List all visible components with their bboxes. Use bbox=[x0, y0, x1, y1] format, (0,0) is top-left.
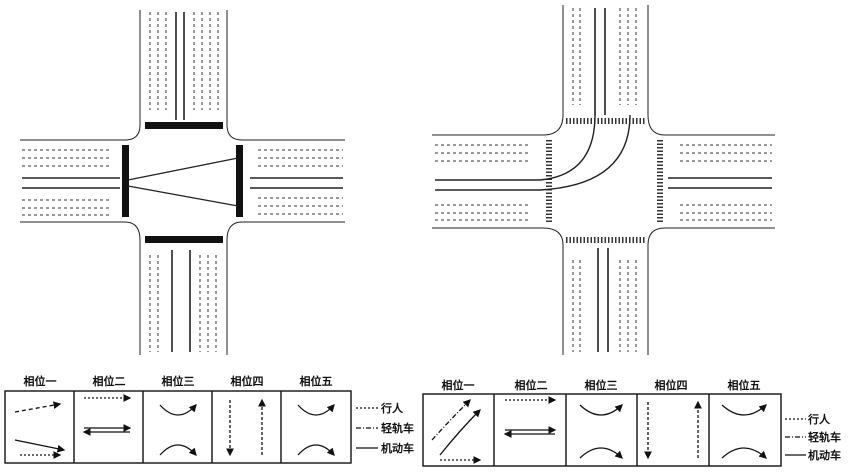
right-legend-pedestrian: 行人 bbox=[807, 412, 831, 426]
left-legend: 行人 轻轨车 机动车 bbox=[356, 401, 414, 455]
left-phase-box-frame bbox=[4, 390, 352, 464]
right-phase-box-frame bbox=[422, 393, 782, 467]
right-legend-lightrail: 轻轨车 bbox=[808, 430, 841, 444]
right-legend: 行人 轻轨车 机动车 bbox=[785, 412, 841, 462]
left-legend-lightrail: 轻轨车 bbox=[381, 421, 414, 435]
right-phase-strip: 相位一 相位二 相位三 相位四 相位五 bbox=[422, 378, 841, 467]
left-legend-pedestrian: 行人 bbox=[380, 401, 404, 415]
right-phase-label-4: 相位四 bbox=[655, 378, 688, 392]
left-phase-label-1: 相位一 bbox=[24, 374, 57, 388]
right-phase-label-3: 相位三 bbox=[585, 378, 618, 392]
right-phase-label-5: 相位五 bbox=[728, 378, 761, 392]
right-intersection bbox=[432, 5, 775, 355]
left-phase-label-4: 相位四 bbox=[231, 374, 264, 388]
left-intersection bbox=[20, 10, 345, 355]
left-phase-label-2: 相位二 bbox=[93, 374, 126, 388]
left-phase-label-5: 相位五 bbox=[300, 374, 333, 388]
left-legend-vehicle: 机动车 bbox=[381, 441, 414, 455]
left-phase-label-3: 相位三 bbox=[162, 374, 195, 388]
right-phase-label-1: 相位一 bbox=[442, 378, 475, 392]
right-phase-label-2: 相位二 bbox=[515, 378, 548, 392]
right-legend-vehicle: 机动车 bbox=[808, 448, 841, 462]
left-phase-strip: 相位一 相位二 相位三 相位四 相位五 bbox=[4, 374, 414, 464]
